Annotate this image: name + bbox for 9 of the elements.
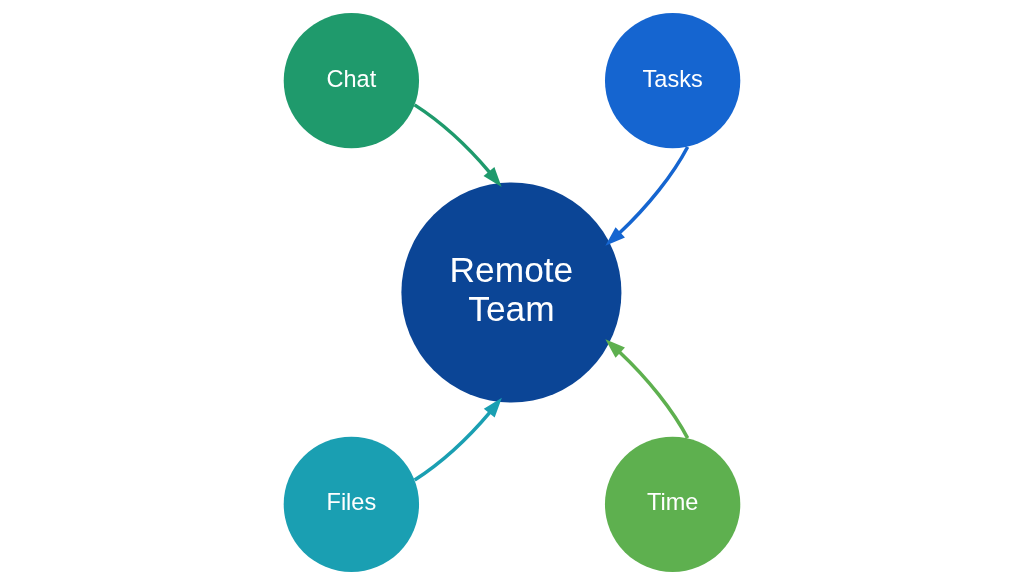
arrow — [605, 146, 690, 246]
node-circle: Chat — [283, 13, 420, 149]
arrow — [413, 397, 502, 482]
arrow — [605, 339, 690, 439]
node-circle: Tasks — [604, 13, 741, 149]
node-circle: Files — [283, 436, 420, 572]
node-circle: Time — [604, 436, 741, 572]
arrow — [413, 103, 502, 188]
node-circle: Remote Team — [401, 182, 622, 403]
